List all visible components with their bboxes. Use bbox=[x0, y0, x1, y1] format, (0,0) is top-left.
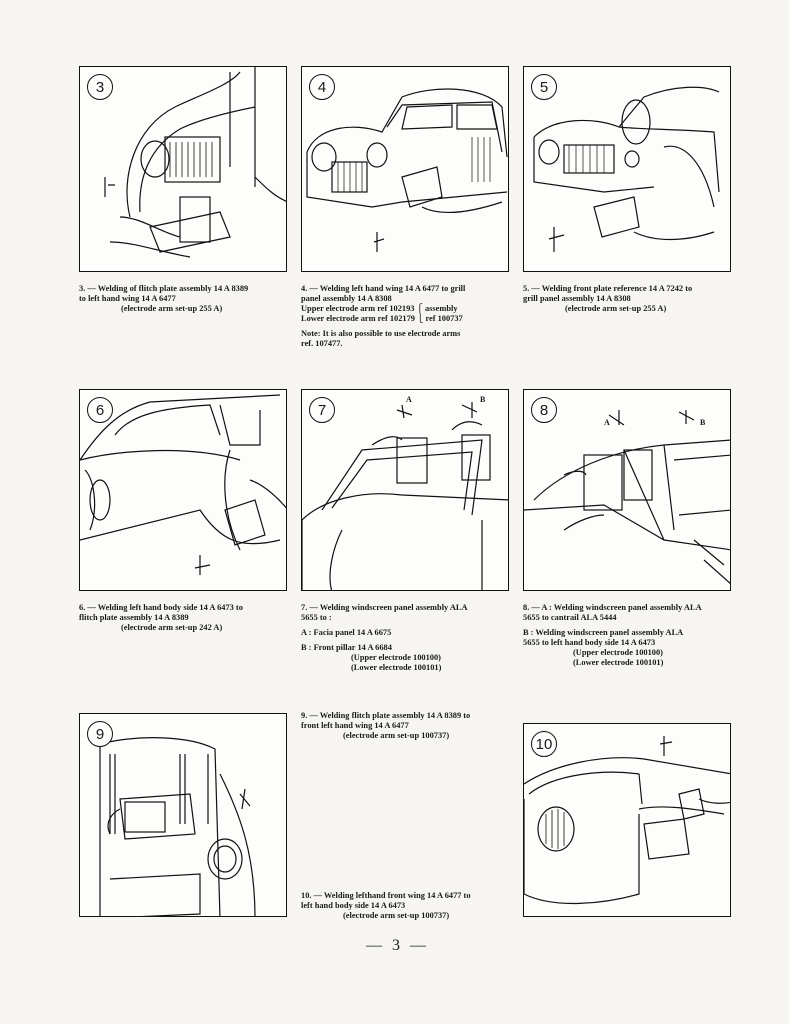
caption-6: 6. — Welding left hand body side 14 A 64… bbox=[79, 603, 243, 632]
caption-7: 7. — Welding windscreen panel assembly A… bbox=[301, 603, 468, 672]
figure-7: 7 A B bbox=[301, 389, 509, 591]
figure-9: 9 bbox=[79, 713, 287, 917]
page-number: — 3 — bbox=[366, 937, 429, 954]
figure-7-mark-a: A bbox=[406, 395, 412, 404]
caption-8: 8. — A : Welding windscreen panel assemb… bbox=[523, 603, 702, 667]
caption-9: 9. — Welding flitch plate assembly 14 A … bbox=[301, 711, 471, 740]
caption-3: 3. — Welding of flitch plate assembly 14… bbox=[79, 284, 249, 313]
figure-10-drawing bbox=[524, 736, 730, 905]
figure-8-number: 8 bbox=[531, 397, 557, 423]
caption-4: 4. — Welding left hand wing 14 A 6477 to… bbox=[301, 284, 466, 348]
figure-4-drawing bbox=[306, 88, 508, 252]
figure-3-drawing bbox=[104, 67, 286, 258]
figure-9-number: 9 bbox=[87, 721, 113, 747]
figure-10: 10 bbox=[523, 723, 731, 917]
figure-6-number: 6 bbox=[87, 397, 113, 423]
figure-5-drawing bbox=[533, 86, 720, 252]
figure-8-mark-b: B bbox=[700, 418, 706, 427]
figure-8-mark-a: A bbox=[604, 418, 610, 427]
figure-8-drawing bbox=[524, 410, 730, 585]
figure-4-number: 4 bbox=[309, 74, 335, 100]
figure-6: 6 bbox=[79, 389, 287, 591]
figure-7-number: 7 bbox=[309, 397, 335, 423]
figure-5: 5 bbox=[523, 66, 731, 272]
figure-4: 4 bbox=[301, 66, 509, 272]
caption-10: 10. — Welding lefthand front wing 14 A 6… bbox=[301, 891, 471, 920]
figure-8: 8 A B bbox=[523, 389, 731, 591]
caption-5: 5. — Welding front plate reference 14 A … bbox=[523, 284, 693, 313]
figure-7-mark-b: B bbox=[480, 395, 486, 404]
figure-9-drawing bbox=[99, 737, 256, 916]
figure-3: 3 bbox=[79, 66, 287, 272]
figure-10-number: 10 bbox=[531, 731, 557, 757]
figure-3-number: 3 bbox=[87, 74, 113, 100]
figure-7-drawing bbox=[302, 402, 508, 590]
figure-6-drawing bbox=[80, 394, 286, 575]
figure-5-number: 5 bbox=[531, 74, 557, 100]
